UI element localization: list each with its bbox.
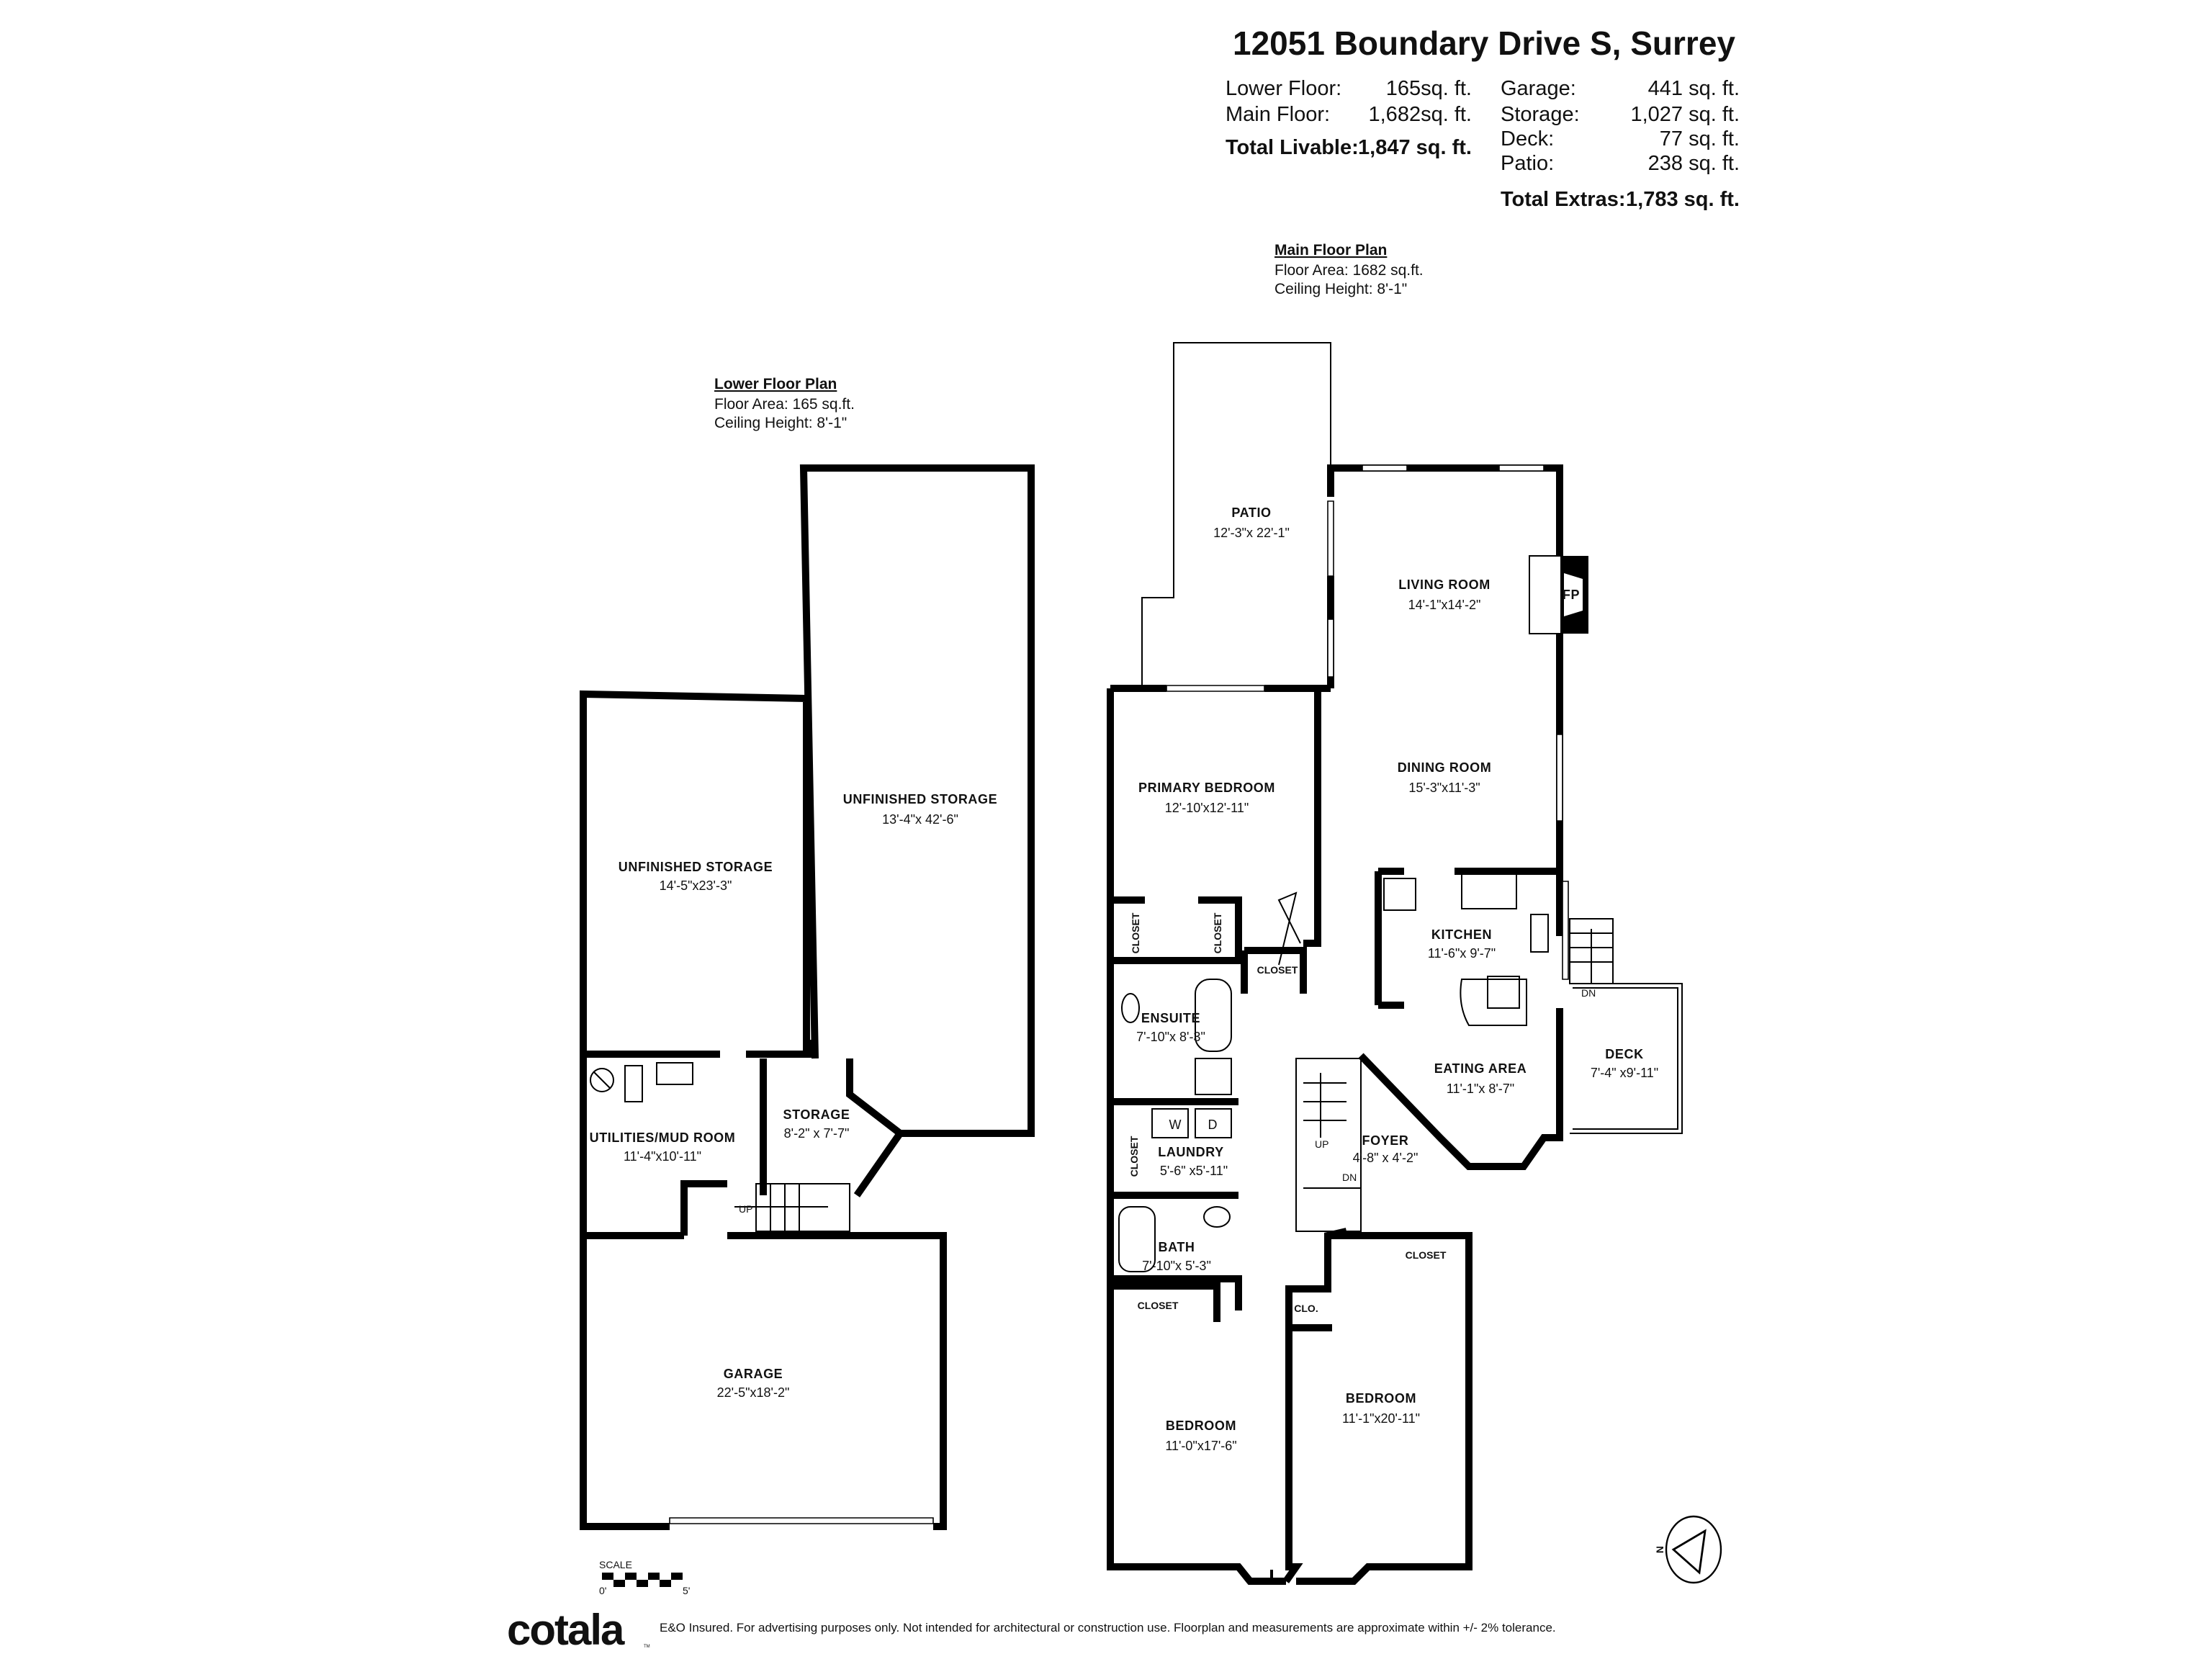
room-dims-living: 14'-1"x14'-2" [1408,598,1481,612]
main-floor-value: 1,682sq. ft. [1369,103,1473,126]
scale-start: 0' [599,1585,606,1596]
garage-value: 441 sq. ft. [1648,77,1740,100]
closet-label-6: CLOSET [1138,1300,1179,1311]
room-name-storage: STORAGE [783,1107,850,1122]
main-plan-ceiling: Ceiling Height: 8'-1" [1274,281,1407,297]
scale-end: 5' [683,1585,690,1596]
compass-north-label: N [1654,1546,1665,1553]
dryer-label: D [1208,1118,1218,1132]
room-dims-kitchen: 11'-6"x 9'-7" [1428,946,1496,961]
main-plan-heading: Main Floor Plan Floor Area: 1682 sq.ft. … [1274,242,1424,297]
lower-room-labels: UNFINISHED STORAGE 14'-5"x23'-3" UNFINIS… [590,792,998,1400]
scale-label: SCALE [599,1559,632,1570]
north-arrow-icon: N [1654,1515,1722,1584]
closet-label-clo: CLO. [1294,1303,1318,1314]
total-extras-value: 1,783 sq. ft. [1626,188,1740,211]
footer: cotala TM E&O Insured. For advertising p… [507,1606,1556,1654]
room-name-bedroom-2: BEDROOM [1346,1391,1416,1406]
room-dims-foyer: 4'-8" x 4'-2" [1353,1151,1419,1165]
room-dims-garage: 22'-5"x18'-2" [717,1385,790,1400]
closet-label-5: CLOSET [1406,1249,1447,1261]
stair-up-label: UP [1315,1138,1328,1150]
room-name-foyer: FOYER [1362,1133,1408,1148]
room-name-primary-bedroom: PRIMARY BEDROOM [1138,781,1275,795]
room-name-ensuite: ENSUITE [1141,1011,1200,1025]
lower-plan-title: Lower Floor Plan [714,376,837,392]
room-dims-primary-bedroom: 12'-10'x12'-11" [1165,801,1249,815]
room-name-deck: DECK [1605,1047,1643,1061]
room-name-living: LIVING ROOM [1398,577,1491,592]
deck-label: Deck: [1501,127,1554,150]
lower-floor-label: Lower Floor: [1226,77,1341,100]
main-plan-title: Main Floor Plan [1274,242,1387,258]
lower-plan-area: Floor Area: 165 sq.ft. [714,396,855,413]
room-dims-patio: 12'-3"x 22'-1" [1213,526,1290,540]
main-room-labels: PATIO 12'-3"x 22'-1" LIVING ROOM 14'-1"x… [1128,505,1658,1453]
patio-value: 238 sq. ft. [1648,152,1740,175]
lower-floor-walls: UP [580,464,1035,1530]
storage-value: 1,027 sq. ft. [1630,103,1740,126]
total-livable-label: Total Livable: [1226,136,1359,159]
stair-dn-label: DN [1342,1172,1357,1183]
total-livable-value: 1,847 sq. ft. [1358,136,1472,159]
room-name-laundry: LAUNDRY [1158,1145,1224,1159]
room-name-eating-area: EATING AREA [1434,1061,1527,1076]
room-dims-unfinished-storage-1: 14'-5"x23'-3" [660,878,732,893]
total-extras-label: Total Extras: [1501,188,1626,211]
storage-label: Storage: [1501,103,1580,126]
room-dims-unfinished-storage-2: 13'-4"x 42'-6" [882,812,958,827]
room-name-kitchen: KITCHEN [1431,927,1492,942]
deck-value: 77 sq. ft. [1660,127,1740,150]
room-dims-laundry: 5'-6" x5'-11" [1160,1164,1228,1178]
washer-label: W [1169,1118,1182,1132]
main-plan-area: Floor Area: 1682 sq.ft. [1274,262,1424,279]
header: 12051 Boundary Drive S, Surrey Lower Flo… [1226,24,1740,211]
room-dims-dining: 15'-3"x11'-3" [1408,781,1480,795]
room-dims-eating-area: 11'-1"x 8'-7" [1447,1082,1514,1096]
closet-label-1: CLOSET [1130,912,1141,953]
room-name-unfinished-storage-1: UNFINISHED STORAGE [619,860,773,874]
garage-label: Garage: [1501,77,1576,100]
room-name-utilities: UTILITIES/MUD ROOM [590,1130,736,1145]
room-name-bath: BATH [1158,1240,1195,1254]
brand-trademark: TM [644,1645,650,1649]
property-address-title: 12051 Boundary Drive S, Surrey [1233,24,1735,62]
room-name-unfinished-storage-2: UNFINISHED STORAGE [843,792,998,806]
closet-label-3: CLOSET [1257,964,1298,976]
room-name-dining: DINING ROOM [1398,760,1492,775]
lower-plan-ceiling: Ceiling Height: 8'-1" [714,415,847,431]
lower-stair-up-label: UP [739,1203,752,1215]
room-dims-utilities: 11'-4"x10'-11" [624,1149,701,1164]
room-name-garage: GARAGE [724,1367,783,1381]
scale-bar: SCALE 0' 5' [599,1559,690,1596]
room-name-bedroom-1: BEDROOM [1166,1419,1236,1433]
room-dims-deck: 7'-4" x9'-11" [1591,1066,1658,1080]
utility-fixtures [590,1062,693,1102]
room-dims-bath: 7'-10"x 5'-3" [1142,1259,1211,1273]
deck-dn-label: DN [1581,987,1596,999]
room-name-patio: PATIO [1231,505,1271,520]
main-floor-label: Main Floor: [1226,103,1330,126]
lower-floor-value: 165sq. ft. [1386,77,1472,100]
main-floor-walls: FP DN UP DN [1107,342,1683,1585]
disclaimer-text: E&O Insured. For advertising purposes on… [660,1621,1556,1635]
patio-label: Patio: [1501,152,1554,175]
room-dims-bedroom-1: 11'-0"x17'-6" [1165,1439,1236,1453]
brand-logo: cotala [507,1606,625,1654]
closet-label-2: CLOSET [1212,912,1223,953]
deck-stairs: DN [1569,918,1614,999]
lower-plan-heading: Lower Floor Plan Floor Area: 165 sq.ft. … [714,376,855,431]
lower-stairs: UP [734,1183,850,1232]
fireplace-label: FP [1563,588,1580,602]
room-dims-bedroom-2: 11'-1"x20'-11" [1342,1411,1420,1426]
room-dims-storage: 8'-2" x 7'-7" [784,1126,850,1141]
fireplace: FP [1529,555,1588,634]
closet-label-4: CLOSET [1128,1136,1140,1177]
foyer-stairs: UP DN [1295,1058,1362,1232]
room-dims-ensuite: 7'-10"x 8'-3" [1136,1030,1205,1044]
